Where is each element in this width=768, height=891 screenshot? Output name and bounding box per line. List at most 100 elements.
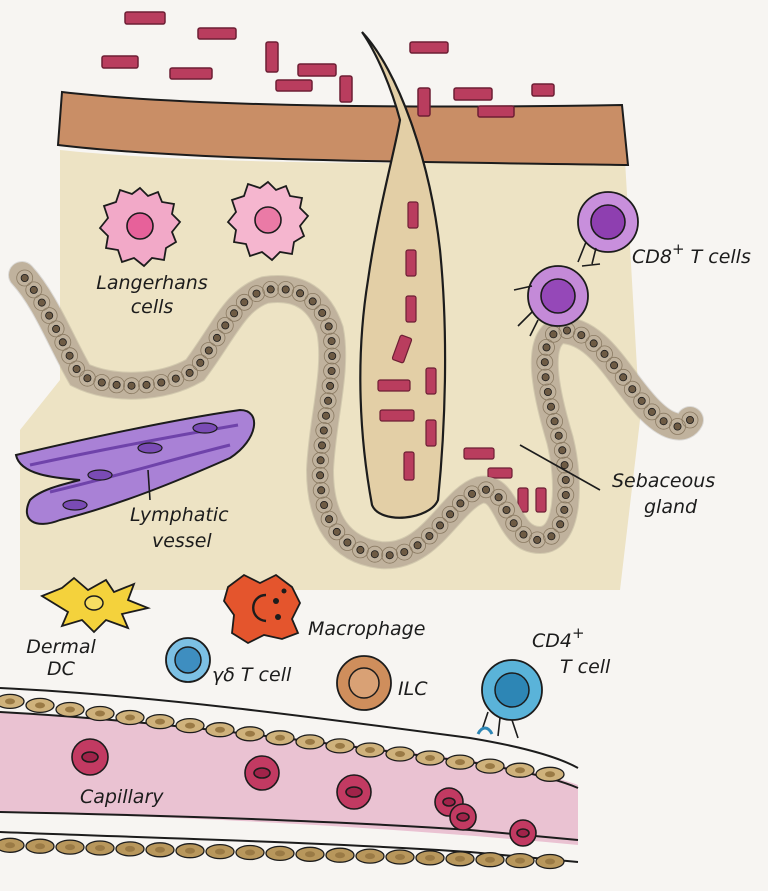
epithelial-cell-outline xyxy=(490,488,508,506)
langerhans-cell-1 xyxy=(98,186,182,268)
endothelial-nucleus xyxy=(35,702,45,709)
cd8-label-sup: + xyxy=(672,240,685,258)
epithelial-nucleus xyxy=(72,364,81,373)
epithelial-cell-outline xyxy=(328,523,346,541)
epithelial-cell-outline xyxy=(152,374,170,391)
epithelial-nucleus xyxy=(556,520,565,529)
lymphatic-vessel xyxy=(14,408,256,525)
epithelial-cell-outline xyxy=(614,368,632,386)
epithelial-nucleus xyxy=(127,381,136,390)
ilc xyxy=(336,655,392,711)
endothelial-nucleus xyxy=(155,846,165,853)
epithelial-nucleus xyxy=(328,351,337,360)
epithelial-cell-outline xyxy=(395,543,413,561)
sebaceous-label-line1: Sebaceous xyxy=(612,470,716,492)
epithelial-cell-outline xyxy=(25,281,43,299)
epithelial-cell-outline xyxy=(537,368,554,386)
epithelial-cell-outline xyxy=(93,374,111,391)
epithelial-nucleus xyxy=(240,298,249,307)
epithelial-nucleus xyxy=(673,422,682,431)
langerhans-label-line2: cells xyxy=(130,296,174,318)
epithelial-nucleus xyxy=(600,349,609,358)
epithelial-nucleus xyxy=(686,415,695,424)
endothelial-nucleus xyxy=(275,850,285,857)
epithelial-cell-outline xyxy=(40,307,58,325)
endothelial-nucleus xyxy=(305,738,315,745)
epithelial-nucleus xyxy=(37,298,46,307)
endothelial-nucleus xyxy=(545,771,555,778)
endothelial-nucleus xyxy=(215,726,225,733)
epithelial-nucleus xyxy=(558,446,567,455)
epithelial-nucleus xyxy=(320,500,329,509)
epithelial-cell-outline xyxy=(323,347,341,365)
epithelial-nucleus xyxy=(326,381,335,390)
endothelial-nucleus xyxy=(395,854,405,860)
corneocytes xyxy=(101,11,555,118)
cd4-label-line1: CD4+ xyxy=(532,624,585,653)
epithelial-cell-outline xyxy=(313,436,331,454)
epithelial-nucleus xyxy=(446,510,455,519)
epithelial-cell-outline xyxy=(553,441,571,459)
endothelial-nucleus xyxy=(275,734,285,741)
dermal-dc xyxy=(40,576,152,634)
epithelial-nucleus xyxy=(157,378,166,387)
epithelial-nucleus xyxy=(425,532,434,541)
endothelial-nucleus xyxy=(515,767,525,774)
epithelial-nucleus xyxy=(502,505,511,514)
sebaceous-pointer xyxy=(519,444,601,491)
epithelial-nucleus xyxy=(540,358,549,367)
red-blood-cells xyxy=(71,738,537,847)
epithelial-nucleus xyxy=(319,426,328,435)
epithelial-cell-outline xyxy=(304,292,322,310)
epithelial-cell-outline xyxy=(61,347,78,365)
epithelial-cell-outline xyxy=(605,356,623,374)
epithelial-cell-outline xyxy=(557,471,575,489)
epithelial-nucleus xyxy=(494,493,503,502)
epithelial-cell-outline xyxy=(431,517,449,534)
epithelial-nucleus xyxy=(547,402,556,411)
epithelial-nucleus xyxy=(400,548,409,557)
epithelial-cell-outline xyxy=(463,485,481,503)
langerhans-cell-2 xyxy=(226,180,310,262)
epithelial-nucleus xyxy=(543,387,552,396)
cd8-tcells-label: CD8+ T cells xyxy=(632,240,751,269)
epithelial-cell-outline xyxy=(498,501,515,519)
endothelial-nucleus xyxy=(455,855,465,862)
epithelial-cell-outline xyxy=(68,360,85,378)
epithelial-nucleus xyxy=(659,417,668,426)
epithelial-cell-outline xyxy=(315,422,333,439)
epithelial-cell-outline xyxy=(555,501,573,519)
lymphatic-label-line2: vessel xyxy=(152,530,212,552)
epithelial-nucleus xyxy=(356,545,365,554)
epithelial-cell-outline xyxy=(108,376,125,394)
epithelial-nucleus xyxy=(456,499,465,508)
epithelial-nucleus xyxy=(212,333,221,342)
epithelial-cell-outline xyxy=(123,377,140,395)
endothelial-nucleus xyxy=(125,714,135,721)
epithelial-nucleus xyxy=(317,486,326,495)
epithelial-nucleus xyxy=(533,535,542,544)
epithelial-cell-outline xyxy=(536,353,554,371)
epithelial-nucleus xyxy=(308,297,317,306)
epithelial-cell-outline xyxy=(277,281,295,298)
endothelial-nucleus xyxy=(515,857,525,864)
endothelial-nucleus xyxy=(95,845,105,851)
lymphatic-label-line1: Lymphatic xyxy=(130,504,229,526)
epithelial-nucleus xyxy=(467,489,476,498)
epithelial-nucleus xyxy=(324,396,333,405)
epithelial-nucleus xyxy=(321,411,330,420)
epithelial-cell-outline xyxy=(312,451,330,469)
epithelial-nucleus xyxy=(327,337,336,346)
epithelial-nucleus xyxy=(509,519,518,528)
epithelial-nucleus xyxy=(230,309,239,318)
epithelial-cell-outline xyxy=(138,376,155,394)
epithelial-cell-outline xyxy=(557,486,575,504)
epithelial-nucleus xyxy=(266,285,275,294)
macrophage xyxy=(223,573,302,645)
epithelial-nucleus xyxy=(547,532,556,541)
endothelial-nucleus xyxy=(35,843,45,850)
epithelial-cell-outline xyxy=(16,269,34,287)
endothelial-nucleus xyxy=(395,751,405,757)
epithelial-nucleus xyxy=(637,396,646,405)
